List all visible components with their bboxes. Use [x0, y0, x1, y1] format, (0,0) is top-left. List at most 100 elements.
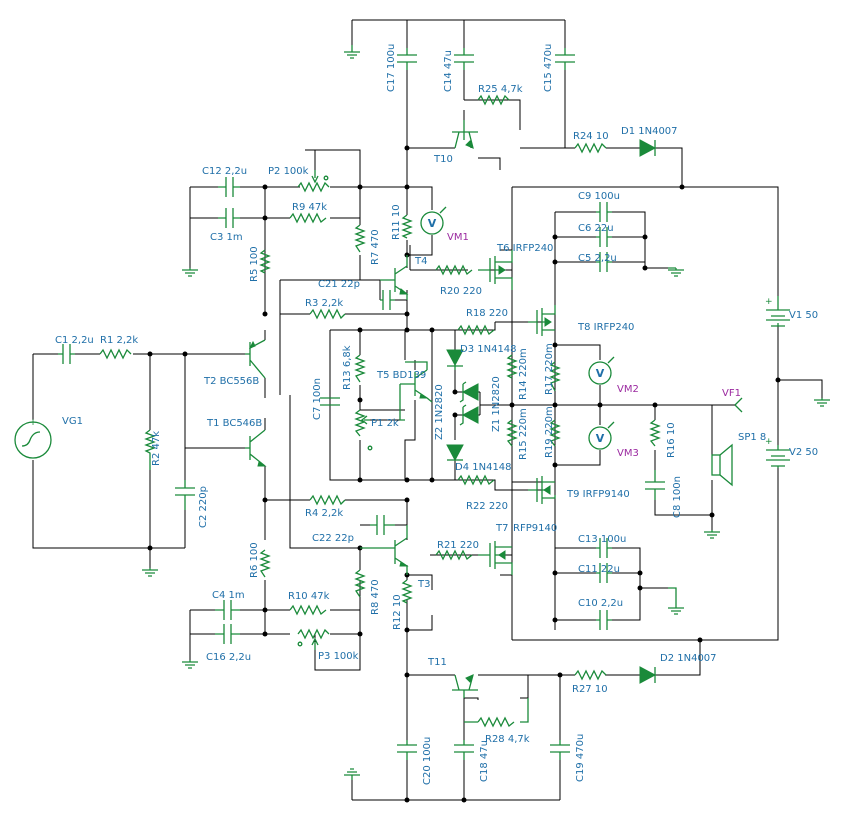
resistor-r15	[506, 419, 518, 447]
ground-icon	[344, 768, 360, 780]
label-r6: R6 100	[249, 542, 260, 578]
transistor-t2	[245, 339, 266, 379]
junction-dots	[147, 145, 781, 803]
label-r22: R22 220	[466, 501, 508, 512]
voltmeter-vm2-icon: V	[588, 356, 615, 385]
label-r27: R27 10	[572, 684, 608, 695]
mosfet-t8	[528, 305, 556, 336]
label-t7: T7	[495, 523, 508, 534]
transistor-t11	[452, 674, 478, 698]
ground-icon	[704, 530, 720, 539]
zener-z2	[459, 404, 479, 426]
svg-text:V: V	[596, 432, 605, 445]
label-p1: P1 2k	[371, 418, 399, 429]
label-c14: C14 47u	[443, 50, 454, 92]
ground-icon	[142, 568, 158, 577]
capacitor-c5	[596, 252, 612, 272]
ground-icon	[668, 267, 684, 277]
resistor-r18	[457, 324, 495, 336]
capacitor-c3	[218, 208, 240, 228]
label-t1: T1 BC546B	[206, 418, 262, 429]
label-r16: R16 10	[666, 422, 677, 458]
transistor-t3	[360, 525, 409, 575]
label-r19: R19 220m	[544, 406, 555, 458]
label-t10: T10	[433, 154, 453, 165]
capacitor-c17	[397, 48, 417, 70]
label-c17: C17 100u	[386, 44, 397, 92]
capacitor-c10	[596, 610, 612, 630]
label-r3: R3 2,2k	[305, 298, 343, 309]
component-labels: C17 100u C14 47u C15 470u R25 4,7k T10 R…	[55, 44, 818, 785]
label-c18: C18 47u	[479, 740, 490, 782]
capacitor-c7	[320, 397, 340, 406]
ground-icon	[814, 398, 830, 407]
net-label-vm3: VM3	[617, 448, 639, 459]
label-c15: C15 470u	[543, 44, 554, 92]
capacitor-c20	[397, 740, 417, 760]
label-r24: R24 10	[573, 131, 609, 142]
net-label-vm1: VM1	[447, 232, 469, 243]
label-r12: R12 10	[392, 594, 403, 630]
resistor-r28	[464, 698, 529, 728]
label-r4: R4 2,2k	[305, 508, 343, 519]
label-c4: C4 1m	[212, 590, 245, 601]
diode-d2	[639, 666, 657, 684]
resistor-r21	[435, 549, 473, 561]
label-v2: V2 50	[789, 447, 818, 458]
resistor-r27	[574, 669, 607, 681]
potentiometers	[297, 170, 373, 650]
capacitor-c6	[596, 227, 612, 247]
battery-v1-icon: +	[765, 296, 790, 327]
resistor-r10	[289, 604, 327, 616]
resistor-r20	[435, 264, 473, 276]
potentiometer-p1	[354, 409, 373, 451]
label-r13: R13 6,8k	[342, 345, 353, 390]
label-d1: D1 1N4007	[621, 126, 678, 137]
net-label-vf1: VF1	[722, 388, 741, 399]
resistor-r13	[354, 354, 366, 383]
resistor-r5	[259, 249, 271, 274]
label-r7: R7 470	[370, 229, 381, 265]
resistor-r9	[289, 212, 327, 224]
label-r28: R28 4,7k	[485, 734, 530, 745]
diode-d3	[446, 349, 464, 370]
label-c22: C22 22p	[312, 533, 354, 544]
label-c2: C2 220p	[198, 486, 209, 528]
capacitor-c8	[645, 470, 665, 500]
ground-symbols	[142, 45, 830, 780]
label-t7-part: RFP9140	[513, 523, 557, 534]
label-c19: C19 470u	[575, 734, 586, 782]
label-c10: C10 2,2u	[578, 598, 623, 609]
ground-icon	[182, 660, 198, 669]
label-t9: T9 IRFP9140	[566, 489, 630, 500]
label-r5: R5 100	[249, 246, 260, 282]
label-r9: R9 47k	[292, 202, 327, 213]
label-v1: V1 50	[789, 310, 818, 321]
svg-text:V: V	[596, 367, 605, 380]
capacitor-c4	[215, 600, 240, 620]
capacitor-c9	[596, 202, 612, 222]
transistor-t4	[380, 255, 409, 300]
label-r2: R2 47k	[151, 431, 162, 466]
transistor-t1	[245, 429, 267, 467]
label-c5: C5 2,2u	[578, 253, 617, 264]
resistor-r12	[401, 579, 413, 604]
resistor-r4	[309, 494, 346, 506]
label-r20: R20 220	[440, 286, 482, 297]
label-c13: C13 100u	[578, 534, 626, 545]
net-label-vm2: VM2	[617, 384, 639, 395]
resistor-r14	[506, 354, 518, 379]
label-c6: C6 22u	[578, 223, 614, 234]
label-t6: T6 IRFP240	[496, 243, 553, 254]
label-r8: R8 470	[370, 579, 381, 615]
label-c20: C20 100u	[422, 737, 433, 785]
transistor-t10	[452, 120, 478, 149]
wires	[32, 19, 823, 801]
svg-text:+: +	[765, 297, 773, 307]
voltmeter-vm1-icon: V	[420, 206, 447, 235]
label-t11: T11	[427, 657, 447, 668]
voltmeter-vm3-icon: V	[588, 421, 615, 450]
label-z1: Z1 1N2820	[491, 376, 502, 432]
resistor-r19	[549, 419, 561, 447]
